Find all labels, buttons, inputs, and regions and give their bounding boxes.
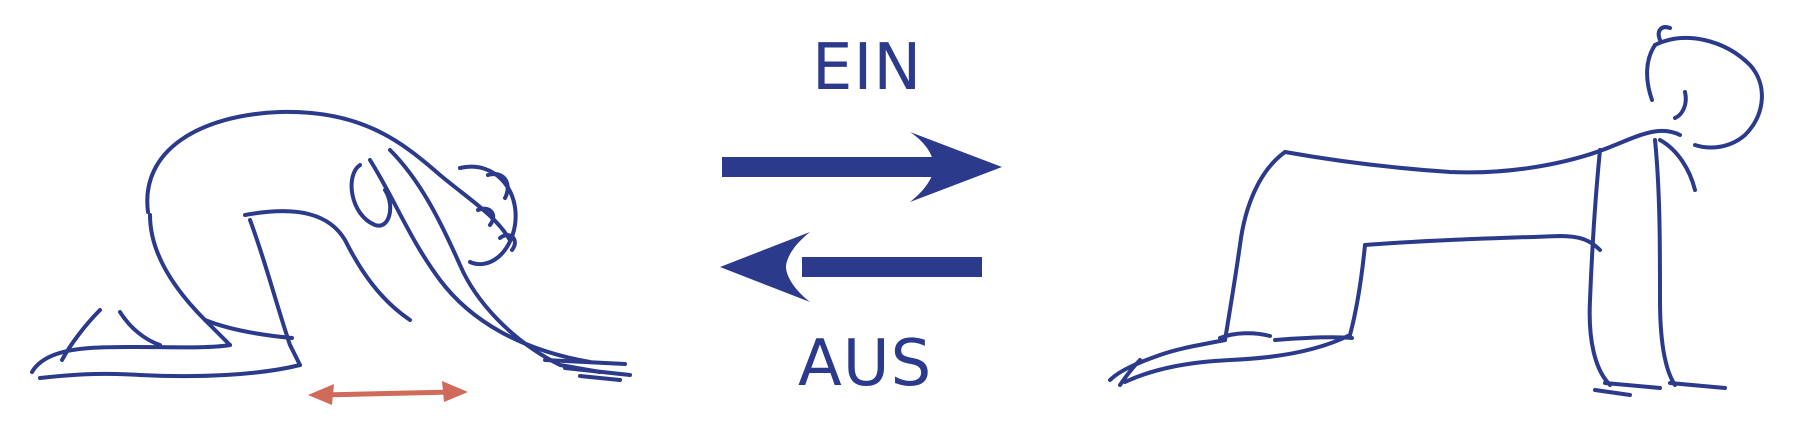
movement-double-arrow-icon [308, 381, 468, 405]
exhale-label: AUS [798, 327, 933, 401]
left-arrow-icon [720, 232, 982, 302]
flexed-back-kneeling-figure-icon [30, 109, 632, 405]
tabletop-extended-figure-icon [1108, 25, 1764, 397]
inhale-label: EIN [812, 31, 923, 105]
right-arrow-icon [722, 132, 1002, 202]
